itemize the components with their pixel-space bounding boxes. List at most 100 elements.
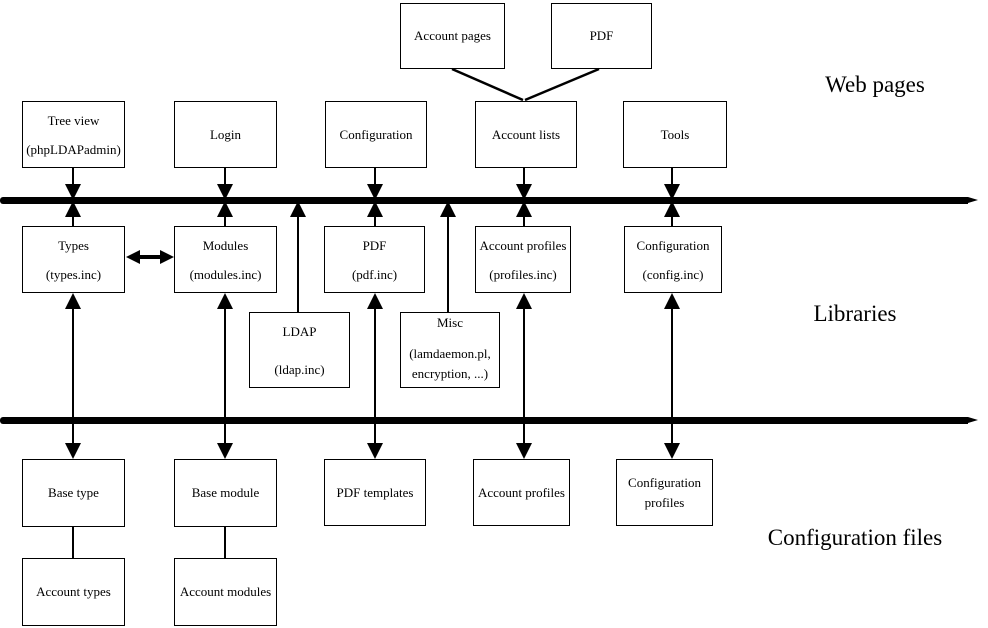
box-types-line1: Types [58, 238, 89, 253]
arrowhead-up [217, 293, 233, 309]
connector-bus-modules [224, 215, 226, 226]
arrowhead-down [516, 443, 532, 459]
connector-pdflib-pdftemplates [374, 306, 376, 446]
box-pdf-templates-label: PDF templates [336, 484, 414, 500]
box-account-lists: Account lists [475, 101, 577, 168]
arrowhead-up [516, 201, 532, 217]
box-account-lists-label: Account lists [491, 126, 561, 142]
box-misc-line3: encryption, ...) [411, 365, 489, 381]
connector-bus-pdflib [374, 215, 376, 226]
box-account-profiles-cfg: Account profiles [473, 459, 570, 526]
connector-misc-bus [447, 215, 449, 312]
connector-bus-configurationlib [671, 215, 673, 226]
box-configuration-profiles: Configuration profiles [616, 459, 713, 526]
connector-bus-types [72, 215, 74, 226]
box-ldap-line2: (ldap.inc) [274, 362, 325, 378]
box-account-profiles-lib-line2: (profiles.inc) [489, 267, 557, 283]
arrowhead-down [217, 184, 233, 200]
box-misc-line2: (lamdaemon.pl, [409, 346, 491, 361]
box-tree-view-line1: Tree view [47, 113, 100, 128]
arrowhead-up [290, 201, 306, 217]
arrowhead-down [65, 443, 81, 459]
box-account-pages: Account pages [400, 3, 505, 69]
line-account-pages-to-account-lists [451, 67, 524, 102]
arrowhead-down [664, 184, 680, 200]
section-label-libraries: Libraries [813, 301, 897, 326]
arrowhead-up [664, 201, 680, 217]
box-account-types: Account types [22, 558, 125, 626]
box-account-profiles-cfg-label: Account profiles [477, 484, 565, 500]
box-ldap: LDAP (ldap.inc) [249, 312, 350, 388]
box-pdf-lib: PDF (pdf.inc) [324, 226, 425, 293]
box-modules-line2: (modules.inc) [189, 267, 262, 283]
box-types: Types (types.inc) [22, 226, 125, 293]
box-types-line2: (types.inc) [45, 267, 102, 283]
box-misc-line1: Misc [437, 315, 463, 330]
box-misc-detail: (lamdaemon.pl, encryption, ...) [409, 344, 491, 383]
arrowhead-up [367, 201, 383, 217]
box-pdf-templates: PDF templates [324, 459, 426, 526]
box-account-types-label: Account types [36, 584, 111, 600]
box-tools: Tools [623, 101, 727, 168]
box-pdf-page-label: PDF [589, 28, 614, 44]
arrowhead-up [440, 201, 456, 217]
box-base-type: Base type [22, 459, 125, 527]
box-account-profiles-lib: Account profiles (profiles.inc) [475, 226, 571, 293]
bus-line-libraries-config-tip [968, 417, 978, 423]
connector-types-basetype [72, 306, 74, 446]
box-configuration-profiles-line2: profiles [644, 494, 685, 510]
arrowhead-down [664, 443, 680, 459]
connector-modules-basemodule [224, 306, 226, 446]
box-modules: Modules (modules.inc) [174, 226, 277, 293]
arrowhead-down [516, 184, 532, 200]
connector-configurationlib-configurationprofiles [671, 306, 673, 446]
box-pdf-lib-line1: PDF [362, 238, 387, 253]
box-configuration-page-label: Configuration [339, 126, 413, 142]
box-account-profiles-lib-line1: Account profiles [479, 238, 567, 253]
box-misc: Misc (lamdaemon.pl, encryption, ...) [400, 312, 500, 388]
arrowhead-right [160, 250, 174, 264]
box-tree-view-line2: (phpLDAPadmin) [26, 142, 121, 158]
box-configuration-lib-line1: Configuration [636, 238, 710, 253]
arrowhead-down [367, 443, 383, 459]
box-ldap-line1: LDAP [282, 324, 317, 339]
arrowhead-down [367, 184, 383, 200]
arrowhead-up [664, 293, 680, 309]
box-base-module-label: Base module [191, 485, 260, 501]
section-label-web-pages: Web pages [825, 72, 925, 97]
arrowhead-up [65, 201, 81, 217]
section-label-configuration-files: Configuration files [767, 525, 943, 550]
connector-basetype-accounttypes [72, 527, 74, 558]
arrowhead-down [217, 443, 233, 459]
connector-bus-accountprofileslib [523, 215, 525, 226]
connector-types-modules [137, 255, 163, 259]
bus-line-web-libraries-tip [968, 197, 978, 203]
box-tree-view: Tree view (phpLDAPadmin) [22, 101, 125, 168]
connector-ldap-bus [297, 215, 299, 312]
arrowhead-left [126, 250, 140, 264]
arrowhead-down [65, 184, 81, 200]
box-account-modules: Account modules [174, 558, 277, 626]
box-configuration-lib: Configuration (config.inc) [624, 226, 722, 293]
box-modules-line1: Modules [202, 238, 249, 253]
line-pdf-to-account-lists [524, 67, 600, 102]
connector-treeview-bus [72, 168, 74, 187]
connector-accountlists-bus [523, 168, 525, 187]
arrowhead-up [217, 201, 233, 217]
box-base-type-label: Base type [48, 485, 99, 501]
arrowhead-up [65, 293, 81, 309]
connector-accountprofileslib-accountprofiles [523, 306, 525, 446]
box-login-label: Login [209, 126, 242, 142]
box-account-pages-label: Account pages [414, 28, 491, 44]
connector-login-bus [224, 168, 226, 187]
box-tools-label: Tools [660, 126, 690, 142]
connector-basemodule-accountmodules [224, 527, 226, 558]
bus-line-web-libraries [0, 197, 968, 204]
box-base-module: Base module [174, 459, 277, 527]
box-configuration-page: Configuration [325, 101, 427, 168]
box-pdf-lib-line2: (pdf.inc) [351, 267, 398, 283]
connector-configuration-bus [374, 168, 376, 187]
box-configuration-profiles-line1: Configuration [628, 474, 701, 490]
box-login: Login [174, 101, 277, 168]
